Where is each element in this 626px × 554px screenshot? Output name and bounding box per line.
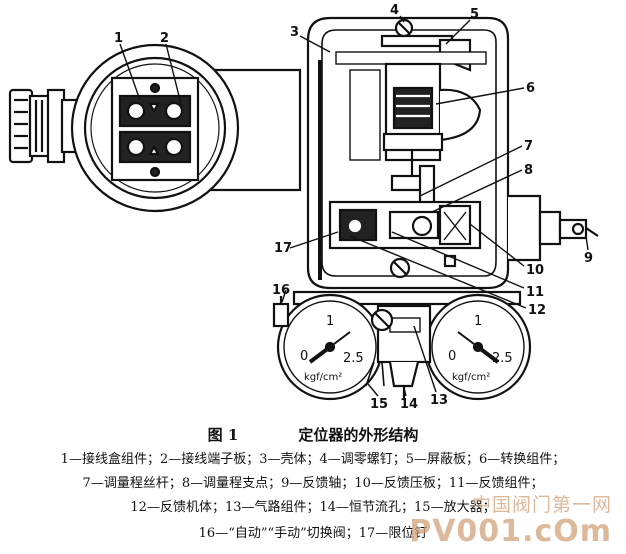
right-gauge-unit: kgf/cm² [452,372,490,383]
callout-16: 16 [272,283,290,298]
positioner-diagram: 1 0 2.5 kgf/cm² 1 0 2.5 kgf/cm² 1 2 3 4 … [8,3,599,412]
left-gauge-scale: 1 0 2.5 kgf/cm² [300,314,364,383]
callout-labels: 1 2 3 4 5 6 7 8 9 10 11 12 13 14 15 16 1… [114,3,593,412]
legend-line-4: 16—“自动”“手动”切换阀；17—限位钉 [198,526,428,541]
callout-13: 13 [430,393,448,408]
watermark-url: PV001.cOm [409,514,612,549]
feedback-shaft [508,194,599,262]
callout-7: 7 [524,139,533,154]
callout-8: 8 [524,163,533,178]
callout-17: 17 [274,241,292,256]
callout-1: 1 [114,31,123,46]
legend-line-1: 1—接线盒组件；2—接线端子板；3—壳体；4—调零螺钉；5—屏蔽板；6—转换组件… [60,452,566,467]
figure-number: 图 1 [207,426,239,444]
left-gauge-tick-left: 0 [300,349,308,364]
figure-title: 定位器的外形结构 [298,426,419,444]
callout-14: 14 [400,397,418,412]
right-gauge-tick-left: 0 [448,349,456,364]
converter-assembly [382,62,482,186]
watermark-site-name: 中国阀门第一网 [471,494,612,516]
leader-lines [119,15,589,397]
manual-auto-valve [272,296,394,332]
callout-10: 10 [526,263,544,278]
callout-9: 9 [584,251,593,266]
callout-11: 11 [526,285,544,300]
legend-line-2: 7—调量程丝杆；8—调量程支点；9—反馈轴；10—反馈压板；11—反馈组件； [82,476,544,491]
callout-5: 5 [470,7,479,22]
amplifier [365,361,385,387]
left-gauge-tick-top: 1 [326,314,334,329]
callout-6: 6 [526,81,535,96]
terminal-board [110,76,200,182]
right-pressure-gauge [424,293,532,401]
callout-15: 15 [370,397,388,412]
figure-caption: 图 1 定位器的外形结构 [0,427,626,443]
zero-screw [380,18,454,48]
air-manifold [376,304,432,400]
callout-2: 2 [160,31,169,46]
callout-12: 12 [528,303,546,318]
shield-plate [335,38,487,161]
right-gauge-tick-top: 1 [474,314,482,329]
left-gauge-tick-right: 2.5 [343,351,364,366]
callout-4: 4 [390,3,399,18]
left-gauge-unit: kgf/cm² [304,372,342,383]
legend-line-3: 12—反馈机体；13—气路组件；14—恒节流孔；15—放大器； [130,500,496,515]
feedback-assembly [328,200,482,279]
callout-3: 3 [290,25,299,40]
right-gauge-scale: 1 0 2.5 kgf/cm² [448,314,513,383]
right-gauge-tick-right: 2.5 [492,351,513,366]
